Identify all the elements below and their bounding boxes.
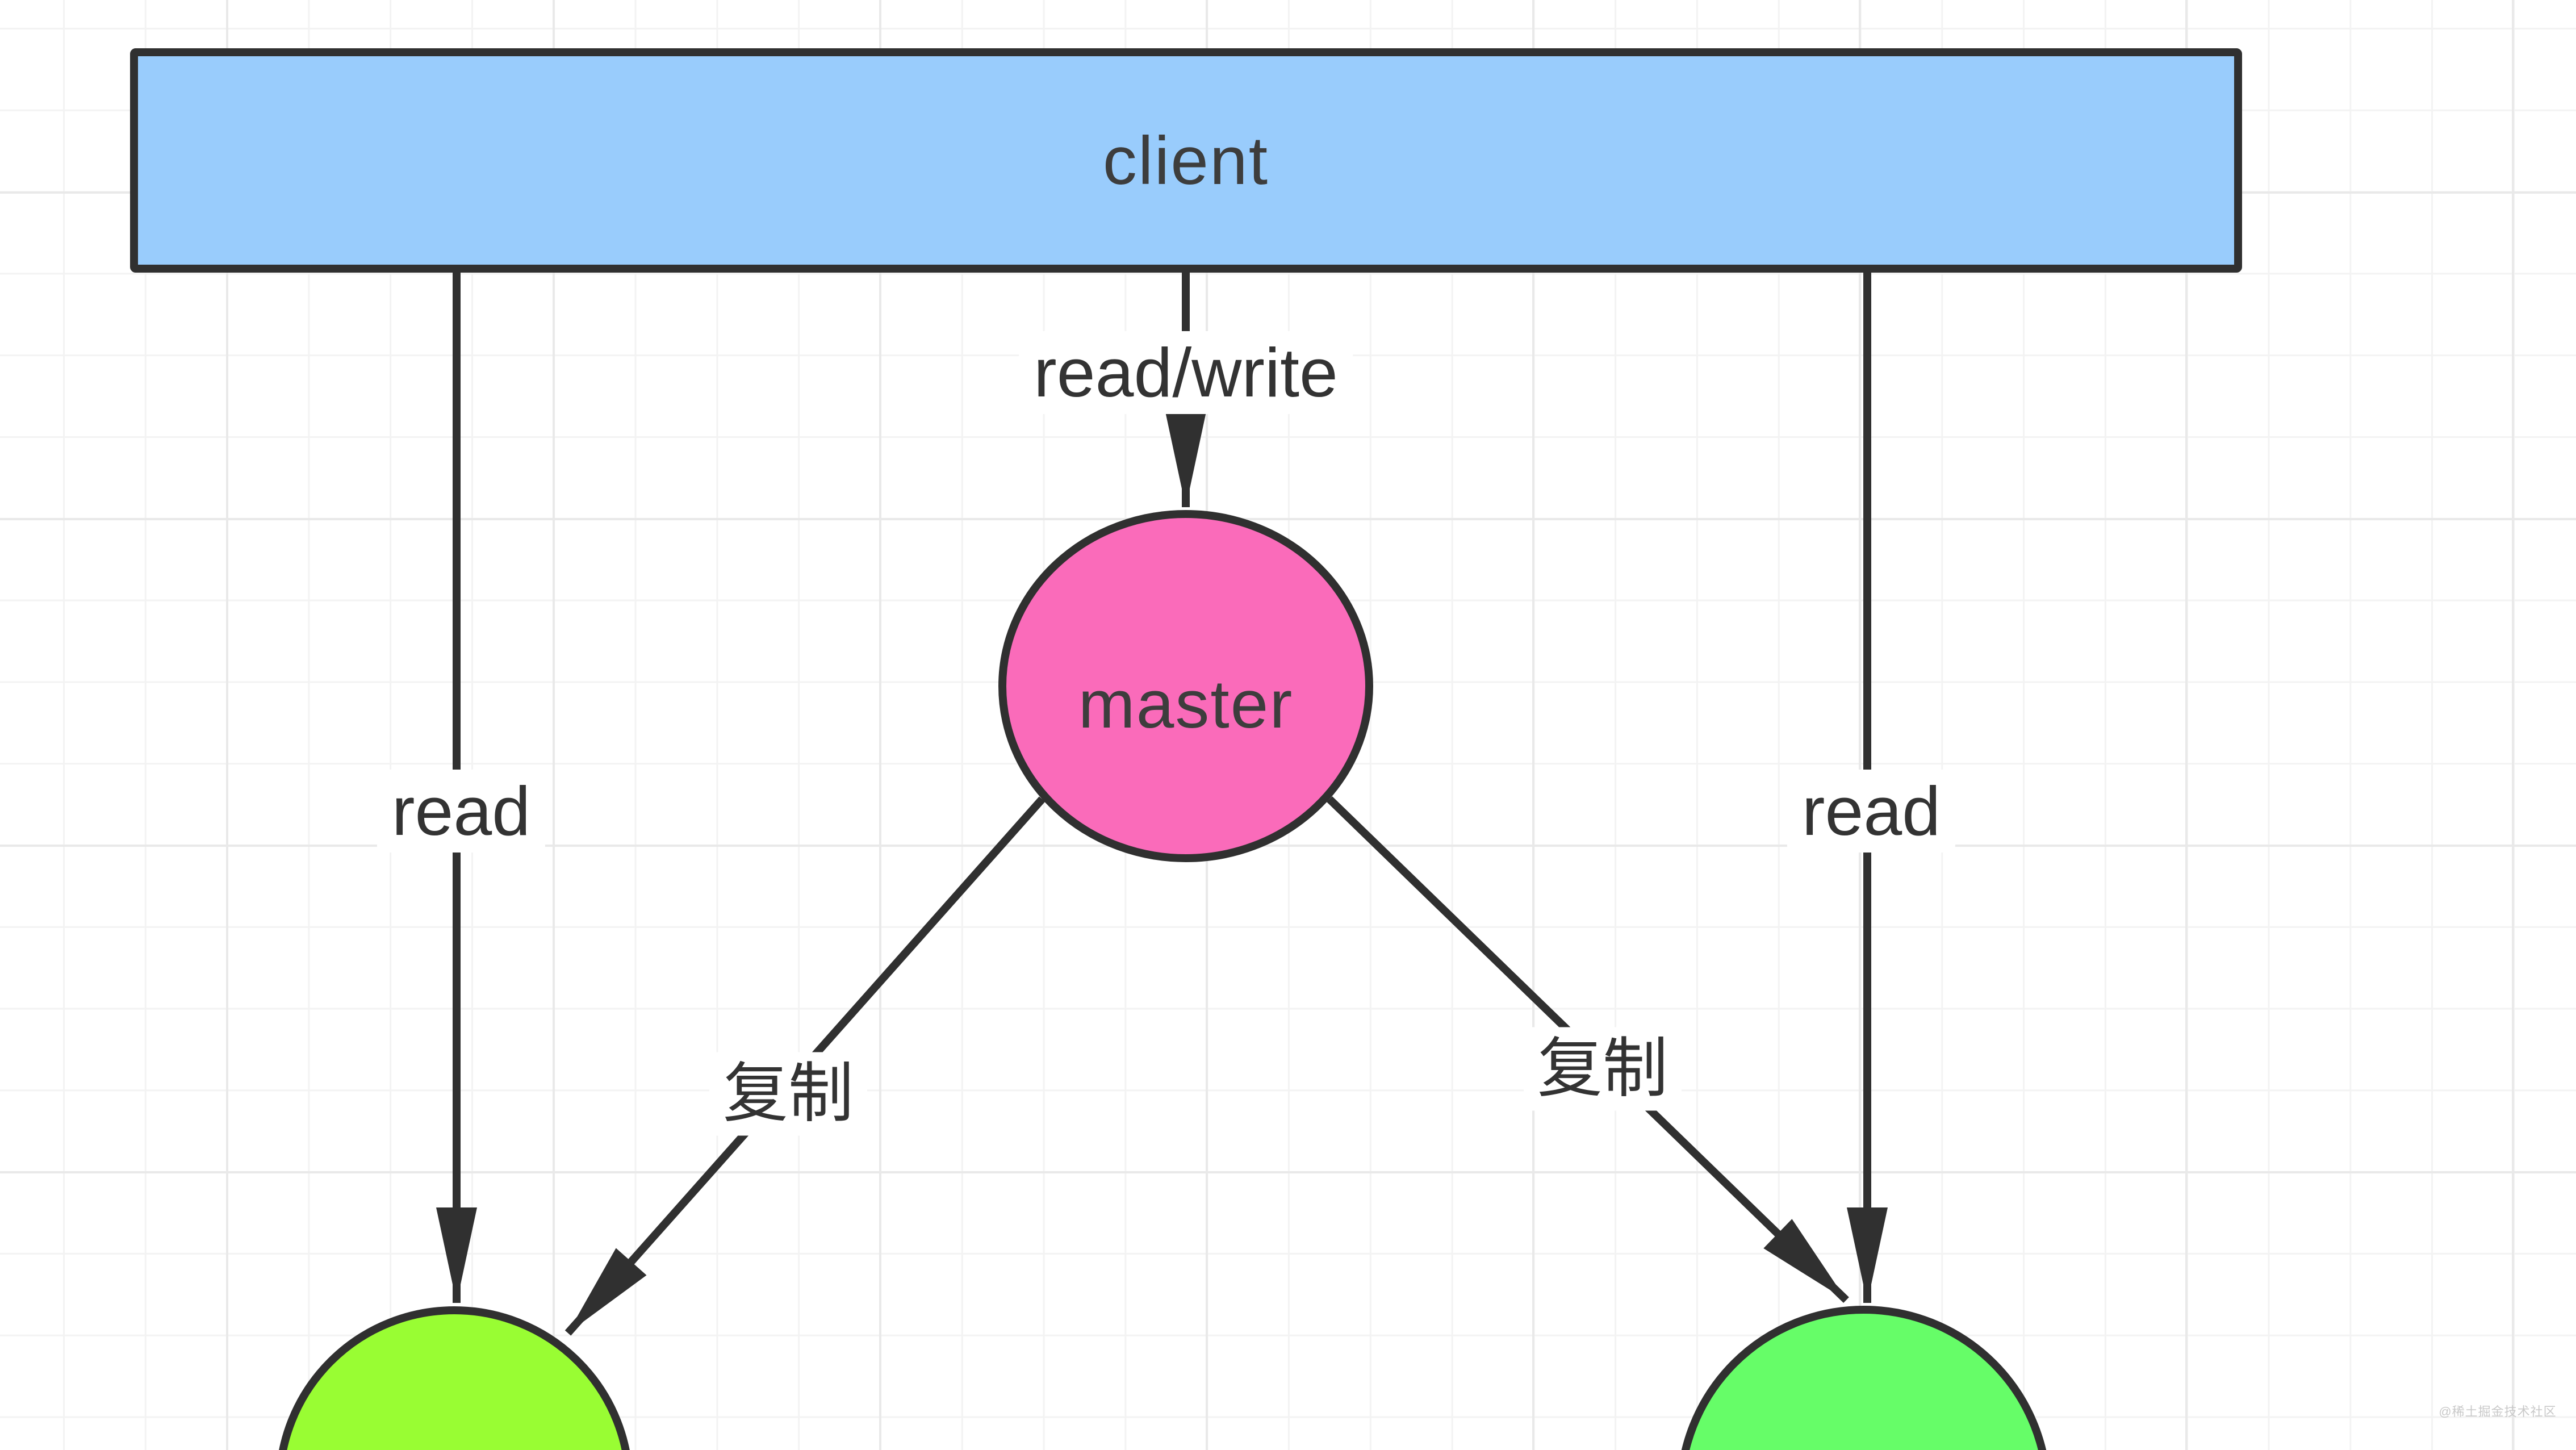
master-node-label: master xyxy=(1078,666,1294,742)
edge-label-replicate-left[interactable]: 复制 xyxy=(709,1052,868,1136)
edge-label-read-left[interactable]: read xyxy=(377,770,546,853)
client-node-label: client xyxy=(1102,123,1269,199)
slave-left-node[interactable] xyxy=(279,1306,630,1450)
slave-right-node[interactable] xyxy=(1680,1306,2047,1450)
edge-label-read-right[interactable]: read xyxy=(1787,770,1956,853)
edge-label-read-write[interactable]: read/write xyxy=(1019,331,1353,414)
client-node[interactable] xyxy=(130,48,2242,273)
watermark-text: @稀土掘金技术社区 xyxy=(2439,1405,2557,1419)
edge-label-replicate-right[interactable]: 复制 xyxy=(1523,1027,1682,1111)
master-node[interactable] xyxy=(998,510,1373,862)
